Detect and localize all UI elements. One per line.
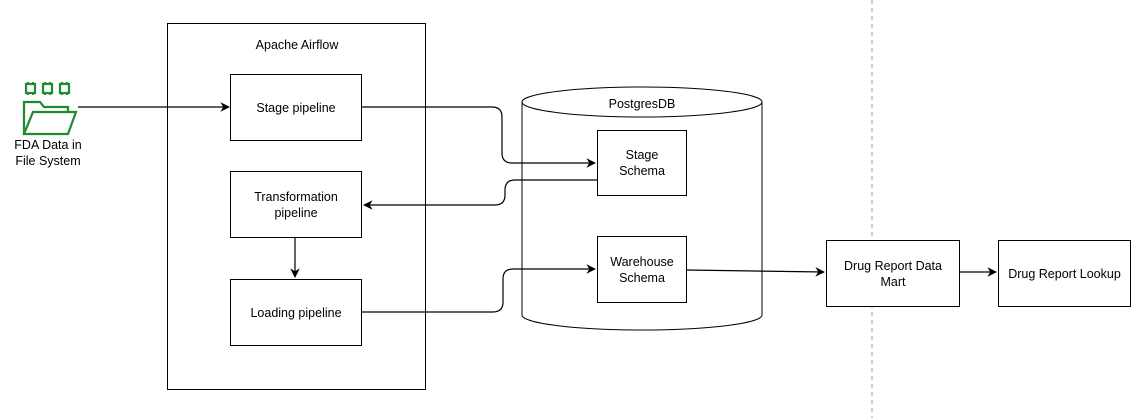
postgres-cylinder bbox=[521, 86, 763, 331]
stage-pipeline-box[interactable]: Stage pipeline bbox=[230, 74, 362, 141]
drug-report-mart-label-line2: Mart bbox=[880, 274, 906, 289]
airflow-title: Apache Airflow bbox=[255, 38, 339, 52]
loading-pipeline-box[interactable]: Loading pipeline bbox=[230, 279, 362, 346]
arrow-stage-pipeline-to-stage-schema bbox=[361, 106, 596, 168]
stage-schema-box[interactable]: Stage Schema bbox=[597, 130, 687, 196]
stage-schema-label-line1: Stage bbox=[625, 148, 659, 162]
loading-pipeline-label: Loading pipeline bbox=[250, 305, 342, 320]
transformation-pipeline-label-line1: Transformation bbox=[254, 189, 338, 204]
warehouse-schema-label-line1: Warehouse bbox=[610, 254, 674, 269]
stage-pipeline-label: Stage pipeline bbox=[256, 100, 336, 115]
stage-schema-label-line2: Schema bbox=[619, 164, 665, 178]
transformation-pipeline-label-line2: pipeline bbox=[274, 205, 318, 220]
drug-report-lookup-label: Drug Report Lookup bbox=[1008, 266, 1121, 281]
warehouse-schema-label-line2: Schema bbox=[619, 270, 665, 285]
warehouse-schema-box[interactable]: Warehouse Schema bbox=[597, 236, 687, 303]
drug-report-lookup-box[interactable]: Drug Report Lookup bbox=[998, 240, 1131, 307]
source-label-line1: FDA Data in bbox=[14, 138, 82, 152]
arrow-stage-schema-to-transformation bbox=[363, 179, 597, 210]
source-label: FDA Data in File System bbox=[0, 137, 96, 169]
arrow-warehouse-to-mart bbox=[685, 267, 825, 277]
drug-report-mart-label-line1: Drug Report Data bbox=[844, 258, 942, 273]
airflow-container bbox=[167, 23, 426, 390]
folder-chip-icon bbox=[22, 82, 78, 136]
drug-report-mart-box[interactable]: Drug Report Data Mart bbox=[826, 240, 960, 307]
arrow-loading-to-warehouse bbox=[361, 264, 596, 313]
transformation-pipeline-box[interactable]: Transformation pipeline bbox=[230, 171, 362, 238]
source-label-line2: File System bbox=[15, 154, 81, 168]
postgres-title: PostgresDB bbox=[608, 97, 676, 111]
